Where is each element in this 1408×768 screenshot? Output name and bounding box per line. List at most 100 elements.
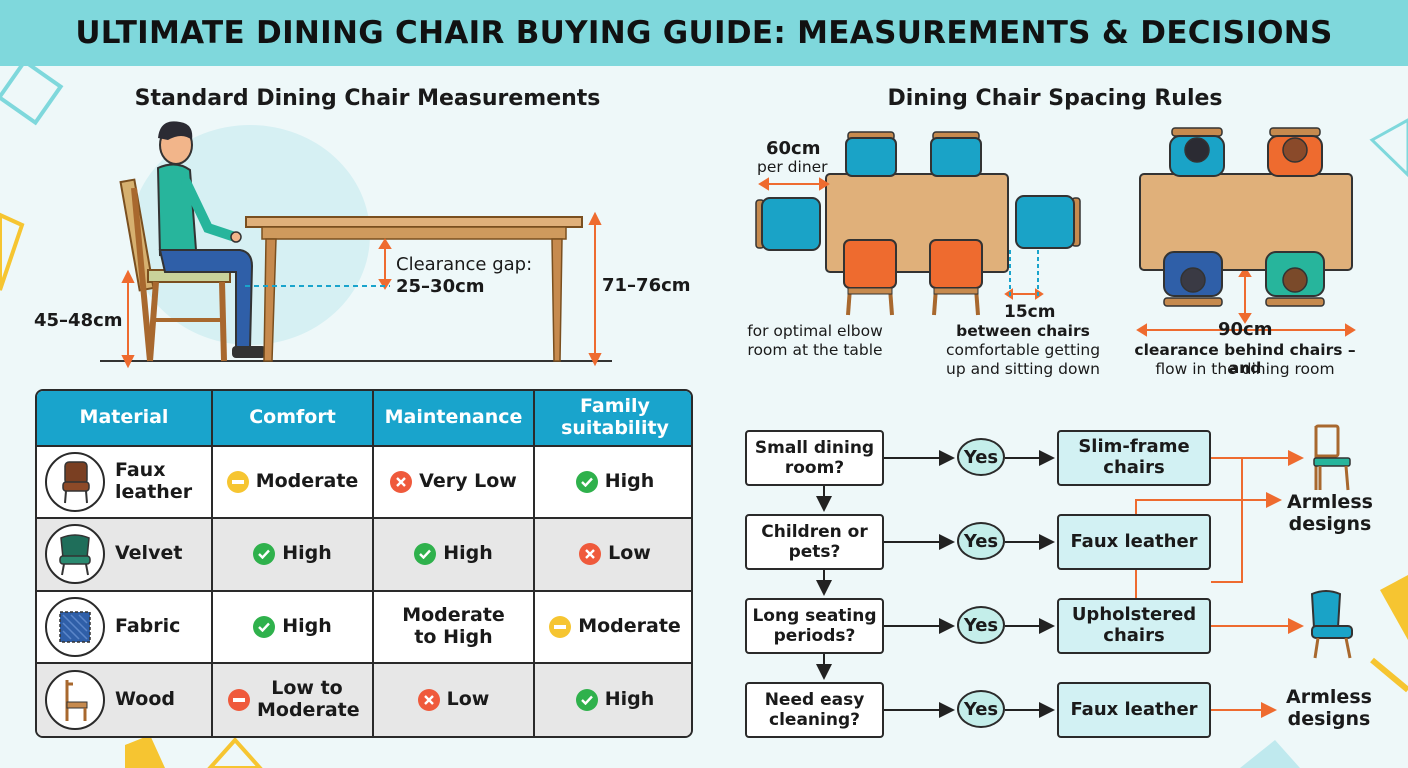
outline-triangle-shape <box>0 212 25 291</box>
flow-question-children-pets: Children or pets? <box>745 514 884 570</box>
between-value: 15cm <box>1004 302 1056 322</box>
maintenance-cell: Moderate to High <box>374 591 535 664</box>
family-cell: Moderate <box>535 592 691 664</box>
check-rating-icon <box>253 615 276 638</box>
rating-text: Very Low <box>419 470 517 493</box>
material-name: Wood <box>115 687 175 710</box>
moderate-rating-icon <box>226 471 249 494</box>
rating-text: Moderate <box>578 614 681 637</box>
spacing-title: Dining Chair Spacing Rules <box>887 86 1223 111</box>
outcome-armless-bottom: Armless designs <box>1286 686 1372 730</box>
comfort-cell: High <box>213 519 374 592</box>
cross-rating-icon <box>417 688 440 711</box>
upholstered-chair-icon <box>1310 590 1353 659</box>
material-name: Fabric <box>115 614 181 637</box>
material-comparison-table: Material Comfort Maintenance Family suit… <box>35 389 693 738</box>
rating-text: High <box>282 614 332 637</box>
table-row-material: Wood <box>37 663 213 736</box>
table-header-comfort: Comfort <box>213 391 374 447</box>
flow-result-faux-leather: Faux leather <box>1057 682 1211 738</box>
table-row-material: Velvet <box>37 519 213 592</box>
table-height-label: 71–76cm <box>602 275 691 296</box>
outcome-armless-top: Armless designs <box>1287 491 1373 535</box>
table-header-family: Family suitability <box>535 391 691 447</box>
filled-square-shape <box>125 735 165 768</box>
table-with-diners-top-view <box>1139 127 1353 307</box>
comfort-cell: Moderate <box>213 447 374 520</box>
behind-value: 90cm <box>1218 319 1273 340</box>
elbow-note-line2: room at the table <box>747 341 883 359</box>
between-note-line3: up and sitting down <box>946 360 1100 378</box>
outline-triangle-shape <box>1369 118 1408 178</box>
between-note-line2: comfortable getting <box>945 341 1101 359</box>
rating-text: High <box>282 542 332 565</box>
clearance-label-line2: 25–30cm <box>396 276 485 297</box>
material-name: Faux leather <box>115 459 193 504</box>
measurements-title: Standard Dining Chair Measurements <box>134 86 601 111</box>
rating-text: Low <box>608 542 651 565</box>
family-cell: High <box>535 663 691 736</box>
table-row-material: Fabric <box>37 591 213 664</box>
rating-text: High <box>604 687 655 710</box>
measurement-arrows <box>121 211 602 369</box>
check-rating-icon <box>253 543 276 566</box>
stripe-shape <box>1370 657 1408 693</box>
measurements-illustration <box>100 121 612 369</box>
cross-rating-icon <box>579 543 602 566</box>
fabric-swatch-icon <box>45 596 105 657</box>
spacing-diagram <box>755 127 1356 337</box>
rating-text: Moderate to High <box>402 603 505 648</box>
flow-result-slim-frame: Slim-frame chairs <box>1057 430 1211 486</box>
moderate-rating-icon <box>549 615 572 638</box>
family-cell: High <box>535 447 691 520</box>
material-name: Velvet <box>115 542 183 565</box>
maintenance-cell: High <box>374 519 535 592</box>
flow-result-upholstered: Upholstered chairs <box>1057 598 1211 654</box>
table-header-material: Material <box>37 391 213 447</box>
filled-triangle-shape <box>1240 740 1300 768</box>
per-diner-text: per diner <box>757 158 828 176</box>
outline-square-shape <box>0 58 64 126</box>
seat-height-label: 45–48cm <box>34 310 123 331</box>
rating-text: High <box>604 470 655 493</box>
flow-question-long-seating: Long seating periods? <box>745 598 884 654</box>
check-rating-icon <box>575 688 598 711</box>
comfort-cell: Low to Moderate <box>213 663 374 736</box>
outline-triangle-shape <box>207 736 263 768</box>
between-note-line1: between chairs <box>956 322 1090 340</box>
spacing-arrows <box>758 177 1356 337</box>
faux-leather-chair-icon <box>45 452 105 513</box>
wood-chair-icon <box>45 669 105 730</box>
flowchart-connectors <box>816 450 1304 718</box>
filled-triangle-shape <box>1380 575 1408 640</box>
behind-note-line2: flow in the dining room <box>1155 360 1335 378</box>
flow-yes-node: Yes <box>957 690 1005 728</box>
table-with-chairs-top-view <box>755 131 1081 316</box>
slim-chair-icon <box>1313 424 1351 491</box>
dining-table-illustration <box>245 216 583 362</box>
flow-result-faux-leather: Faux leather <box>1057 514 1211 570</box>
flow-yes-node: Yes <box>957 606 1005 644</box>
elbow-note-line1: for optimal elbow <box>747 322 883 340</box>
flow-question-easy-cleaning: Need easy cleaning? <box>745 682 884 738</box>
rating-text: Low <box>446 687 490 710</box>
minus-rating-icon <box>228 688 250 711</box>
clearance-label-line1: Clearance gap: <box>396 254 533 275</box>
family-cell: Low <box>535 519 691 592</box>
table-header-maintenance: Maintenance <box>374 391 535 447</box>
page-title: ULTIMATE DINING CHAIR BUYING GUIDE: MEAS… <box>0 0 1408 66</box>
seated-person-illustration <box>156 121 266 358</box>
table-row-material: Faux leather <box>37 447 213 520</box>
rating-text: Low to Moderate <box>257 677 360 721</box>
flow-yes-node: Yes <box>957 522 1005 560</box>
comfort-cell: High <box>213 591 374 664</box>
per-diner-value: 60cm <box>766 138 821 159</box>
velvet-chair-icon <box>45 524 105 585</box>
flow-question-small-room: Small dining room? <box>745 430 884 486</box>
cross-rating-icon <box>390 471 413 494</box>
maintenance-cell: Low <box>374 663 535 736</box>
rating-text: Moderate <box>255 470 359 493</box>
maintenance-cell: Very Low <box>374 447 535 520</box>
check-rating-icon <box>414 543 437 566</box>
rating-text: High <box>443 542 493 565</box>
